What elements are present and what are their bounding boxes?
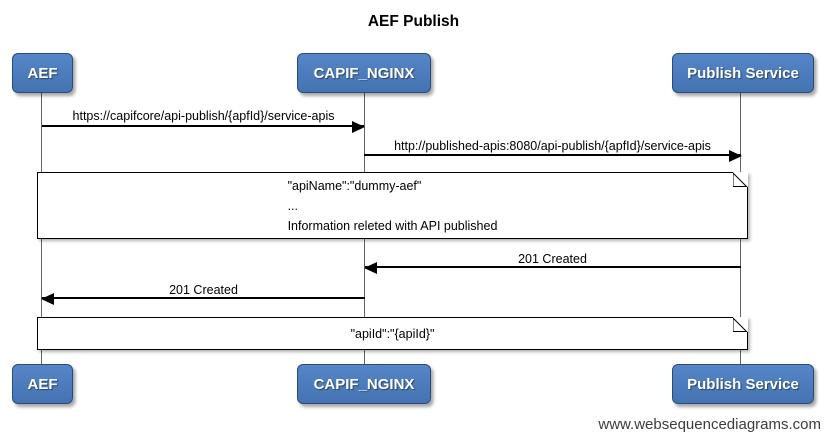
arrowhead-left-icon (41, 293, 54, 305)
actor-capif-nginx-bottom: CAPIF_NGINX (297, 364, 431, 404)
arrowhead-right-icon (729, 150, 742, 162)
message-1-label: https://capifcore/api-publish/{apfId}/se… (72, 109, 335, 123)
actor-aef-top: AEF (12, 53, 73, 93)
note-line: "apiName":"dummy-aef" (287, 178, 422, 193)
actor-capif-nginx-top: CAPIF_NGINX (297, 53, 431, 93)
note-api-id: "apiId":"{apiId}" (37, 317, 748, 350)
diagram-title: AEF Publish (367, 13, 460, 30)
actor-label: AEF (27, 375, 58, 393)
note-line: ... (287, 198, 298, 213)
websequencediagrams-watermark: www.websequencediagrams.com (598, 416, 821, 433)
actor-publish-service-bottom: Publish Service (672, 364, 814, 404)
note-fold-corner-icon (733, 317, 748, 332)
message-3-arrow (364, 262, 741, 274)
actor-label: Publish Service (687, 64, 799, 82)
note-fold-corner-icon (733, 172, 748, 187)
message-4-label: 201 Created (169, 283, 238, 297)
note-line: "apiId":"{apiId}" (350, 326, 435, 341)
message-2-label: http://published-apis:8080/api-publish/{… (394, 139, 711, 153)
note-line: Information releted with API published (287, 218, 498, 233)
actor-label: Publish Service (687, 375, 799, 393)
actor-label: CAPIF_NGINX (313, 375, 415, 393)
message-3-label: 201 Created (518, 252, 587, 266)
note-text-block: "apiName":"dummy-aef" ... Information re… (288, 176, 498, 236)
actor-label: AEF (27, 64, 58, 82)
arrowhead-left-icon (364, 262, 377, 274)
arrowhead-right-icon (352, 121, 365, 133)
message-4-arrow (41, 293, 365, 305)
message-2-arrow (364, 150, 742, 162)
note-api-info: "apiName":"dummy-aef" ... Information re… (37, 172, 748, 239)
actor-label: CAPIF_NGINX (313, 64, 415, 82)
actor-aef-bottom: AEF (12, 364, 73, 404)
message-1-arrow (42, 121, 365, 133)
actor-publish-service-top: Publish Service (672, 53, 814, 93)
